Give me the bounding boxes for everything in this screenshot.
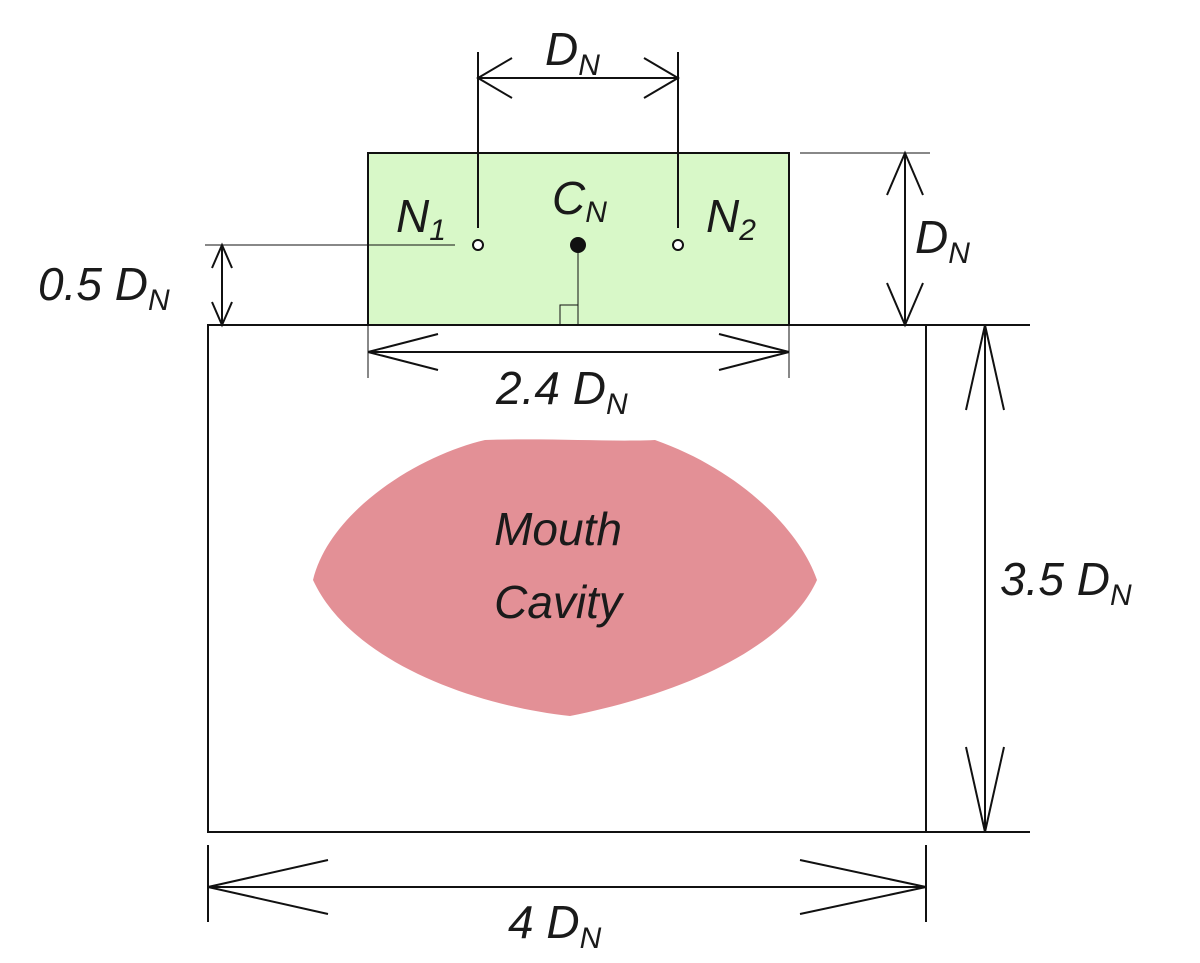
nostril-spacing-label: DN xyxy=(545,23,600,82)
face-width-arrow-left xyxy=(207,859,329,915)
nostril-offset-arrow-top xyxy=(211,242,233,269)
mouth-label-line1: Mouth xyxy=(494,503,622,555)
nostril-spacing-arrow-right xyxy=(643,57,680,99)
nose-center-label: CN xyxy=(552,172,607,229)
face-height-label: 3.5 DN xyxy=(1000,553,1132,612)
nose-height-arrow-top xyxy=(886,150,924,196)
nostril-2-marker xyxy=(672,239,684,251)
face-height-arrow-top xyxy=(965,324,1005,411)
nostril-spacing-arrow-left xyxy=(476,57,513,99)
nostril-1-label: N1 xyxy=(396,190,446,247)
nostril-offset-label: 0.5 DN xyxy=(38,258,170,317)
nose-width-arrow-left xyxy=(367,333,439,371)
nostril-offset-arrow-bottom xyxy=(211,301,233,328)
face-height-arrow-bottom xyxy=(965,746,1005,833)
nose-height-arrow-bottom xyxy=(886,282,924,328)
face-width-arrow-right xyxy=(799,859,927,915)
nose-width-arrow-right xyxy=(718,333,790,371)
nose-width-label: 2.4 DN xyxy=(495,362,628,421)
nose-height-label: DN xyxy=(915,211,970,270)
face-width-label: 4 DN xyxy=(508,896,602,955)
right-angle-mark xyxy=(559,304,578,325)
mouth-cavity-shape xyxy=(313,439,817,716)
nostril-1-marker xyxy=(472,239,484,251)
nostril-2-label: N2 xyxy=(706,190,756,247)
mouth-label-line2: Cavity xyxy=(494,576,625,628)
